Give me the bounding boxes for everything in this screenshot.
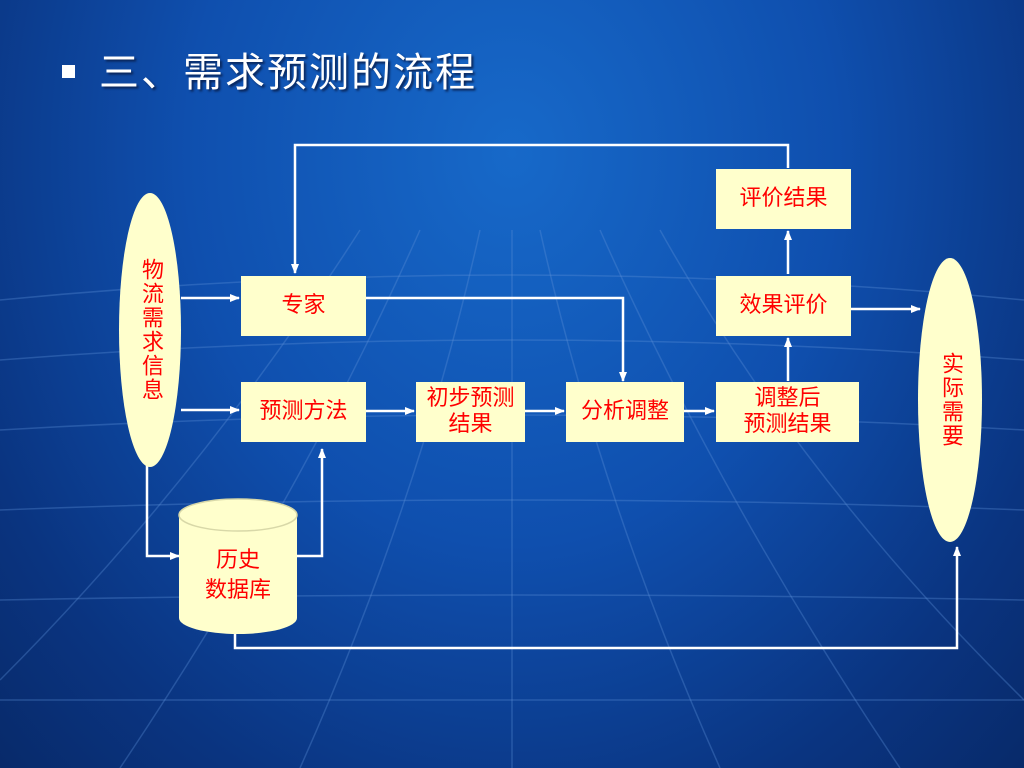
arrow-history-to-demand bbox=[233, 546, 961, 650]
history-database-shape bbox=[178, 498, 298, 634]
node-analysis-adjustment: 分析调整 bbox=[566, 382, 684, 442]
demand-ellipse-shape bbox=[918, 258, 982, 542]
slide-header: 三、需求预测的流程 bbox=[62, 40, 477, 98]
node-expert: 专家 bbox=[241, 276, 366, 336]
node-forecast-method: 预测方法 bbox=[241, 382, 366, 442]
node-adjusted-forecast-result: 调整后 预测结果 bbox=[716, 382, 859, 442]
node-evaluation-result: 评价结果 bbox=[716, 169, 851, 229]
node-initial-forecast-result: 初步预测 结果 bbox=[416, 382, 525, 442]
arrow-history-to-method bbox=[296, 448, 326, 558]
arrow-info-to-history bbox=[145, 465, 180, 560]
arrow-expert-to-analysis bbox=[366, 296, 627, 382]
bullet-square-icon bbox=[62, 64, 75, 78]
info-ellipse-shape bbox=[119, 193, 181, 467]
node-history-database: 历史 数据库 bbox=[204, 548, 271, 603]
node-effect-evaluation: 效果评价 bbox=[716, 276, 851, 336]
node-logistics-demand-info: 物流需求信息 bbox=[138, 258, 163, 402]
slide-title: 三、需求预测的流程 bbox=[99, 50, 477, 96]
arrow-evaluate-to-expert bbox=[291, 143, 790, 274]
node-actual-demand: 实际需要 bbox=[938, 352, 963, 448]
